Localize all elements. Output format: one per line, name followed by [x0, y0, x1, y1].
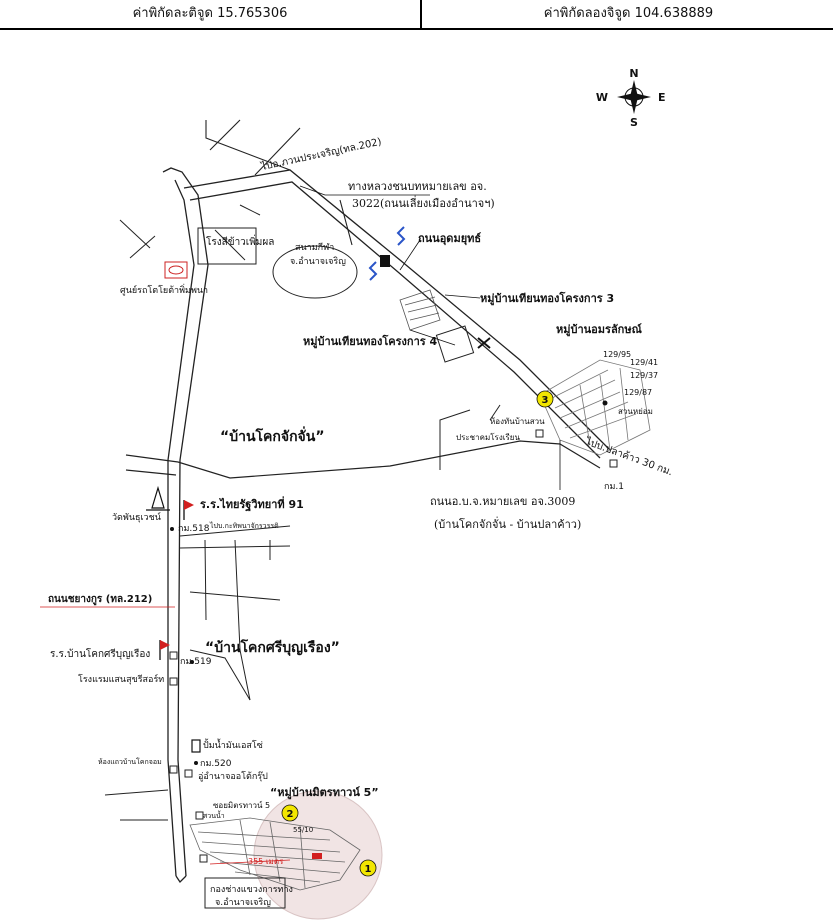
- leader-lines: [299, 185, 561, 490]
- label-road-3009-b: (บ้านโคกจักจั่น - บ้านปลาค้าว): [434, 516, 581, 531]
- rice-mill-box: [197, 227, 257, 265]
- location-map: 1 2 3 N S E W ไปอ.ภวนประเจริญ(ทล.202) ทา…: [40, 67, 674, 920]
- marker-1: 1: [359, 859, 377, 877]
- label-rice-mill: โรงสีข้าวเพิ่มผล: [206, 234, 274, 248]
- label-highway-3022-a: ทางหลวงชนบทหมายเลข อจ.: [348, 180, 487, 193]
- compass-s: S: [630, 116, 638, 129]
- stadium-shape: [272, 245, 358, 299]
- label-temple: วัดพันธุเวชน์: [112, 511, 161, 523]
- school-flag-icon-2: [159, 640, 170, 660]
- toyota-logo-icon: [164, 261, 188, 279]
- highway-office-box: [204, 877, 286, 909]
- highway-3022: [183, 169, 611, 459]
- label-ban-khok: “บ้านโคกจักจั่น”: [220, 426, 325, 445]
- km-520-point: [194, 761, 198, 765]
- svg-text:1: 1: [365, 864, 372, 875]
- label-km-518: กม.518: [178, 524, 210, 534]
- label-stadium-b: จ.อำนาจเจริญ: [290, 256, 346, 267]
- road-3009: [125, 440, 601, 479]
- label-road-amnat: ไปอ.ภวนประเจริญ(ทล.202): [259, 136, 383, 173]
- label-road-518-side: ไปบ.กะทิพนาจักรวรรดิ: [209, 521, 279, 530]
- label-pond: สวนหย่อม: [618, 407, 653, 416]
- label-gas-station: ปั้มน้ำมันเอสโซ่: [203, 738, 263, 751]
- label-house-129-95: 129/95: [603, 350, 631, 359]
- latitude-label: ค่าพิกัดละติจูด 15.765306: [132, 6, 288, 21]
- label-house-55-10: 55/10: [293, 826, 313, 834]
- amorn-point: [602, 400, 608, 406]
- label-thiantong-4: หมู่บ้านเทียนทองโครงการ 4: [303, 334, 438, 349]
- compass-n: N: [629, 67, 638, 80]
- label-stadium-a: สนามกีฬา: [295, 242, 334, 253]
- coordinates-header: ค่าพิกัดละติจูด 15.765306 ค่าพิกัดลองจิจ…: [0, 0, 833, 30]
- label-km1: กม.1: [604, 482, 624, 492]
- label-park: สวนน้ำ: [203, 809, 225, 820]
- km-518-point: [170, 527, 174, 531]
- label-hotel: โรงแรมแสนสุขรีสอร์ท: [78, 673, 164, 685]
- marker-3: 3: [536, 390, 554, 408]
- small-buildings: [169, 429, 618, 863]
- longitude-label: ค่าพิกัดลองจิจูด 104.638889: [543, 6, 714, 21]
- label-mitr-town: “หมู่บ้านมิตรทาวน์ 5”: [270, 786, 379, 800]
- water-icon: [368, 226, 406, 281]
- label-school-91: ร.ร.ไทยรัฐวิทยาที่ 91: [200, 496, 304, 512]
- label-house-129-37: 129/37: [630, 371, 658, 380]
- label-km-519: กม.519: [180, 657, 212, 667]
- label-garage: อู่อำนาจออโต้กรุ๊ป: [198, 771, 268, 782]
- temple-icon: [146, 485, 170, 511]
- label-distance: 355 เมตร: [248, 857, 284, 866]
- distance-line: [209, 859, 291, 865]
- label-soi-mitr: ซอยมิตรทาวน์ 5: [213, 800, 270, 810]
- label-community: ประชาคมโรงเรียน: [456, 432, 520, 442]
- compass-w: W: [596, 91, 608, 104]
- label-road-3009-a: ถนนอ.บ.จ.หมายเลข อจ.3009: [430, 495, 575, 508]
- label-school-khok: ร.ร.บ้านโคกศรีบุญเรือง: [50, 647, 150, 660]
- label-thiantong-3: หมู่บ้านเทียนทองโครงการ 3: [480, 291, 614, 306]
- label-km-520: กม.520: [200, 759, 232, 769]
- gas-station-icon: [191, 739, 201, 753]
- compass-rose-icon: N S E W: [596, 67, 666, 129]
- label-highway-office-b: จ.อำนาจเจริญ: [215, 897, 271, 908]
- label-highway-3022-b: 3022(ถนนเลี่ยงเมืองอำนาจฯ): [352, 195, 495, 210]
- thiantong-4-box: [435, 325, 475, 363]
- label-shop: ห้องทันบ้านสวน: [490, 417, 545, 426]
- label-road-udomyut: ถนนอุดมยุทธ์: [418, 232, 481, 246]
- intersection-icon: [477, 337, 491, 349]
- destination-building: [312, 853, 322, 859]
- main-road-212: [162, 167, 209, 884]
- label-highway-office-a: กองช่างแขวงการทาง: [210, 885, 293, 895]
- label-amorn: หมู่บ้านอมรลักษณ์: [556, 323, 643, 337]
- label-resort: ห้องแถวบ้านโคกจอม: [98, 757, 162, 766]
- school-flag-icon: [183, 500, 194, 520]
- thiantong-3-grid: [399, 289, 441, 331]
- label-road-212: ถนนชยางกูร (ทล.212): [48, 594, 152, 606]
- label-house-129-41: 129/41: [630, 358, 658, 367]
- side-roads: [104, 204, 501, 821]
- marker-2: 2: [281, 804, 299, 822]
- compass-e: E: [658, 91, 666, 104]
- north-road: [205, 119, 353, 246]
- svg-text:2: 2: [287, 809, 294, 820]
- svg-text:3: 3: [542, 395, 549, 406]
- km-519-point: [190, 660, 194, 664]
- label-ban-khok-sri: “บ้านโคกศรีบุญเรือง”: [205, 638, 340, 656]
- header-divider: [420, 0, 422, 28]
- mitr-town-grid: [189, 817, 361, 891]
- label-toyota: ศูนย์รถโตโยต้าพิ่มพนา: [120, 283, 208, 296]
- label-house-129-87: 129/87: [624, 388, 652, 397]
- label-to-pla-khao: ไปบ.ปลาค้าว 30 กม.: [583, 435, 674, 478]
